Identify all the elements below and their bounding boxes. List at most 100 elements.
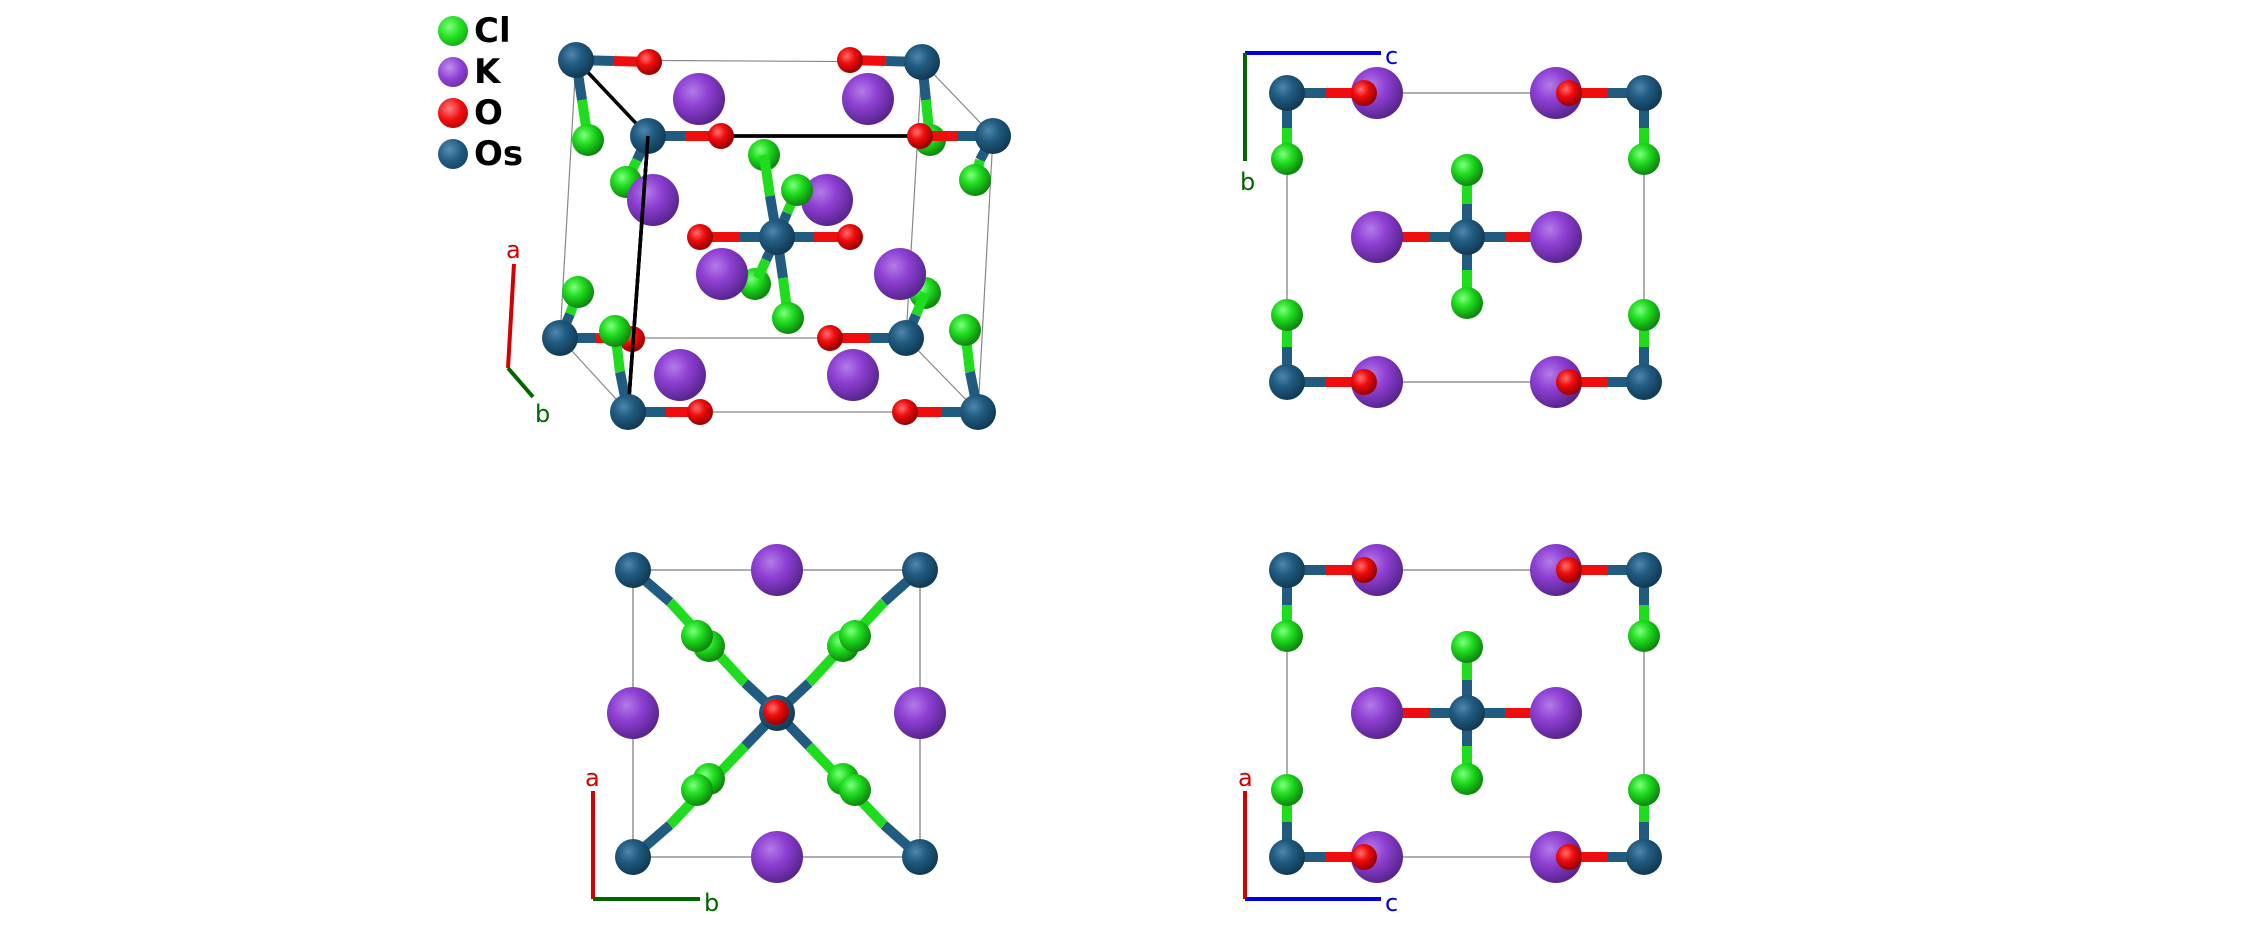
cl-atom [562,276,594,308]
os-atom [902,552,938,588]
o-atom [837,47,863,73]
cl-atom [681,774,713,806]
cl-atom [1628,299,1660,331]
panel-view-ab: a b [585,544,946,917]
cl-atom [1271,620,1303,652]
o-atom [1556,80,1582,106]
o-atom [1556,557,1582,583]
legend-label: O [474,92,503,133]
o-atom [687,224,713,250]
os-atom [610,394,646,430]
os-atom [1269,552,1305,588]
k-atom [654,349,706,401]
legend-label: K [474,51,501,92]
axis-label-a: a [506,236,521,264]
os-atom [759,219,795,255]
cl-atom-icon [438,15,468,46]
os-atom [615,839,651,875]
axis-label-a: a [1238,764,1253,792]
o-atom [1556,844,1582,870]
legend-item-cl: Cl [438,10,523,51]
os-atom-icon [438,138,468,169]
o-atom [763,699,789,725]
cl-atom [1271,774,1303,806]
o-atom [1556,369,1582,395]
legend-label: Os [474,133,524,174]
os-atom [1626,364,1662,400]
cl-atom [949,314,981,346]
cl-atom [839,620,871,652]
k-atom [801,174,853,226]
k-atom [751,831,803,883]
o-atom [1351,80,1377,106]
o-atom [1351,369,1377,395]
cl-atom [1271,143,1303,175]
panel-view-bc: c b [1240,42,1662,408]
o-atom [837,224,863,250]
legend-item-o: O [438,92,523,133]
k-atom [673,73,725,125]
cl-atom [839,774,871,806]
k-atom [751,544,803,596]
panel-view-ac: a c [1238,544,1662,917]
axis-label-c: c [1385,889,1398,917]
k-atom [607,687,659,739]
os-atom [902,839,938,875]
o-atom [907,123,933,149]
o-atom [892,399,918,425]
o-atom-icon [438,97,468,128]
os-atom [1269,364,1305,400]
os-atom [975,118,1011,154]
os-atom [615,552,651,588]
os-atom [1626,839,1662,875]
axis-indicator: c b [1240,42,1398,196]
k-atom [874,248,926,300]
os-atom [558,42,594,78]
os-atom [960,394,996,430]
cl-atom [772,302,804,334]
o-atom [1351,557,1377,583]
axis-indicator: a b [585,764,719,917]
axis-indicator: a c [1238,764,1398,917]
os-atom [904,44,940,80]
os-atom [888,320,924,356]
axis-label-a: a [585,764,600,792]
o-atom [636,49,662,75]
legend-item-k: K [438,51,523,92]
k-atom-icon [438,56,468,87]
cl-atom [1451,763,1483,795]
k-atom [696,248,748,300]
axis-label-b: b [1240,168,1255,196]
cl-atom [1628,620,1660,652]
cl-atom [781,174,813,206]
cl-atom [572,124,604,156]
o-atom [687,399,713,425]
cl-atom [1628,143,1660,175]
cl-atom [1271,299,1303,331]
cl-atom [1628,774,1660,806]
panel-perspective: a b [506,42,1011,430]
axis-label-b: b [535,400,550,428]
k-atom [1530,687,1582,739]
element-legend: Cl K O Os [438,10,523,174]
cl-atom [959,164,991,196]
legend-label: Cl [474,10,511,51]
k-atom [894,687,946,739]
os-atom [1449,219,1485,255]
os-atom [542,320,578,356]
axis-indicator: a b [506,236,550,428]
os-atom [1449,695,1485,731]
k-atom [1530,211,1582,263]
axis-label-c: c [1385,42,1398,70]
os-atom [1626,75,1662,111]
o-atom [708,123,734,149]
cl-atom [1451,154,1483,186]
k-atom [827,349,879,401]
cl-atom [1451,631,1483,663]
cl-atom [599,315,631,347]
cl-atom [1451,287,1483,319]
k-atom [1351,211,1403,263]
k-atom [627,174,679,226]
